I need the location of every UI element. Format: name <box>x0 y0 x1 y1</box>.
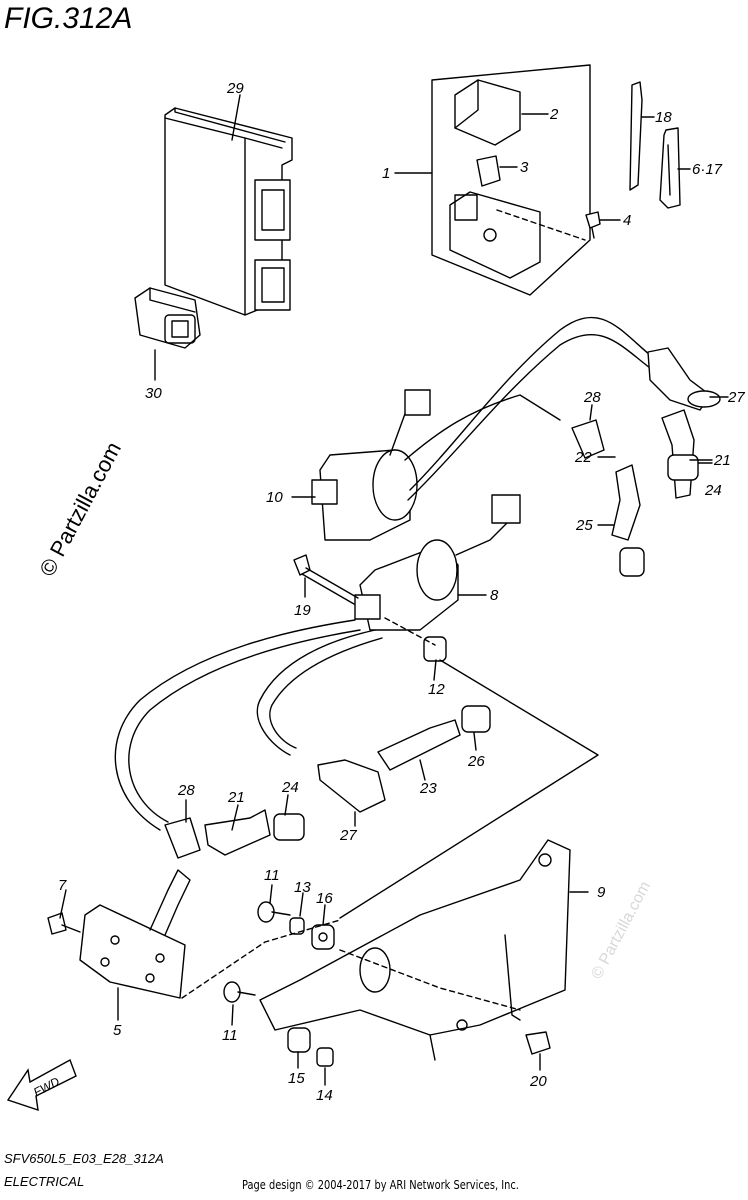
grommet-16[interactable] <box>311 924 335 950</box>
callout-21-top: 21 <box>713 452 731 469</box>
callout-4: 4 <box>623 212 631 229</box>
callout-7: 7 <box>58 877 67 894</box>
boot-28-lower[interactable] <box>164 817 201 859</box>
callout-30: 30 <box>145 385 162 402</box>
connector-30[interactable] <box>134 287 201 349</box>
callout-15: 15 <box>288 1070 305 1087</box>
callout-22: 22 <box>574 449 592 466</box>
relay-cover-2[interactable] <box>454 79 521 146</box>
fuse-3[interactable] <box>476 155 501 187</box>
cable-tie-18[interactable] <box>629 81 643 191</box>
watermark-text: © Partzilla.com <box>34 438 126 581</box>
callout-18: 18 <box>655 109 672 126</box>
regulator-rectifier-5[interactable] <box>79 869 191 999</box>
callout-19: 19 <box>294 602 311 619</box>
callout-28-lower: 28 <box>177 782 195 799</box>
callout-26: 26 <box>467 753 485 770</box>
callout-23: 23 <box>419 780 437 797</box>
callout-29: 29 <box>226 80 244 97</box>
ecm-unit[interactable] <box>164 107 293 316</box>
callout-13: 13 <box>294 879 311 896</box>
callout-5: 5 <box>113 1022 122 1039</box>
page-credit: Page design © 2004-2017 by ARI Network S… <box>242 1178 519 1192</box>
seal-26[interactable] <box>461 705 491 733</box>
callout-24-top-visible: 24 <box>704 482 722 499</box>
callout-24-lower: 24 <box>281 779 299 796</box>
callout-28-top: 28 <box>583 389 601 406</box>
sleeve-12[interactable] <box>423 636 447 662</box>
nut-20[interactable] <box>525 1031 551 1055</box>
callout-11-upper: 11 <box>264 867 280 884</box>
bolt-7[interactable] <box>47 912 81 935</box>
bolt-19[interactable] <box>293 554 359 605</box>
callout-2: 2 <box>549 106 559 123</box>
callout-numbers: 29 2 1 3 4 18 6·17 30 28 27 21 22 24 25 … <box>58 80 745 1104</box>
grommet-15[interactable] <box>287 1027 311 1053</box>
figure-title: FIG.312A <box>4 2 133 35</box>
callout-27-top: 27 <box>727 389 745 406</box>
ignition-coil-10[interactable] <box>311 316 651 541</box>
callout-9: 9 <box>597 884 606 901</box>
screw-4[interactable] <box>585 211 601 239</box>
seal-24-lower[interactable] <box>273 813 305 841</box>
clamp-6-17[interactable] <box>659 127 681 209</box>
callout-16: 16 <box>316 890 333 907</box>
callout-3: 3 <box>520 159 529 176</box>
collar-13[interactable] <box>289 917 305 935</box>
ignition-coil-8[interactable] <box>354 494 521 631</box>
seal-25[interactable] <box>619 547 645 577</box>
outline-guides <box>339 659 599 919</box>
callout-20: 20 <box>529 1073 547 1090</box>
cap-23[interactable] <box>377 719 461 771</box>
diagram-code: SFV650L5_E03_E28_312A <box>4 1151 164 1166</box>
callout-10: 10 <box>266 489 283 506</box>
boot-28-top[interactable] <box>571 419 605 459</box>
bolt-11-lower[interactable] <box>223 981 256 1003</box>
leader-lines <box>59 94 729 1086</box>
cap-21-top[interactable] <box>661 409 695 499</box>
callout-8: 8 <box>490 587 499 604</box>
callout-27-lower: 27 <box>339 827 357 844</box>
callout-6-17: 6·17 <box>692 161 723 178</box>
plug-cap-27-top[interactable] <box>647 347 721 411</box>
seal-24-top[interactable] <box>667 454 699 481</box>
callout-21-lower: 21 <box>227 789 245 806</box>
callout-1: 1 <box>382 165 390 182</box>
cap-22[interactable] <box>611 464 641 541</box>
dashed-guides <box>181 209 586 1011</box>
cap-21-lower[interactable] <box>204 809 271 856</box>
callout-25: 25 <box>575 517 593 534</box>
plug-cap-27-lower[interactable] <box>317 759 386 813</box>
bolt-11-upper[interactable] <box>257 901 291 923</box>
starter-relay[interactable] <box>449 191 541 279</box>
fwd-arrow-icon: FWD <box>6 1058 77 1112</box>
callout-12: 12 <box>428 681 445 698</box>
high-tension-leads <box>114 619 383 831</box>
callout-11-lower: 11 <box>222 1027 238 1044</box>
collar-14[interactable] <box>316 1047 334 1067</box>
starter-relay-box <box>431 64 591 296</box>
bracket-9[interactable] <box>259 839 571 1061</box>
section-name: ELECTRICAL <box>4 1174 85 1189</box>
callout-14: 14 <box>316 1087 333 1104</box>
